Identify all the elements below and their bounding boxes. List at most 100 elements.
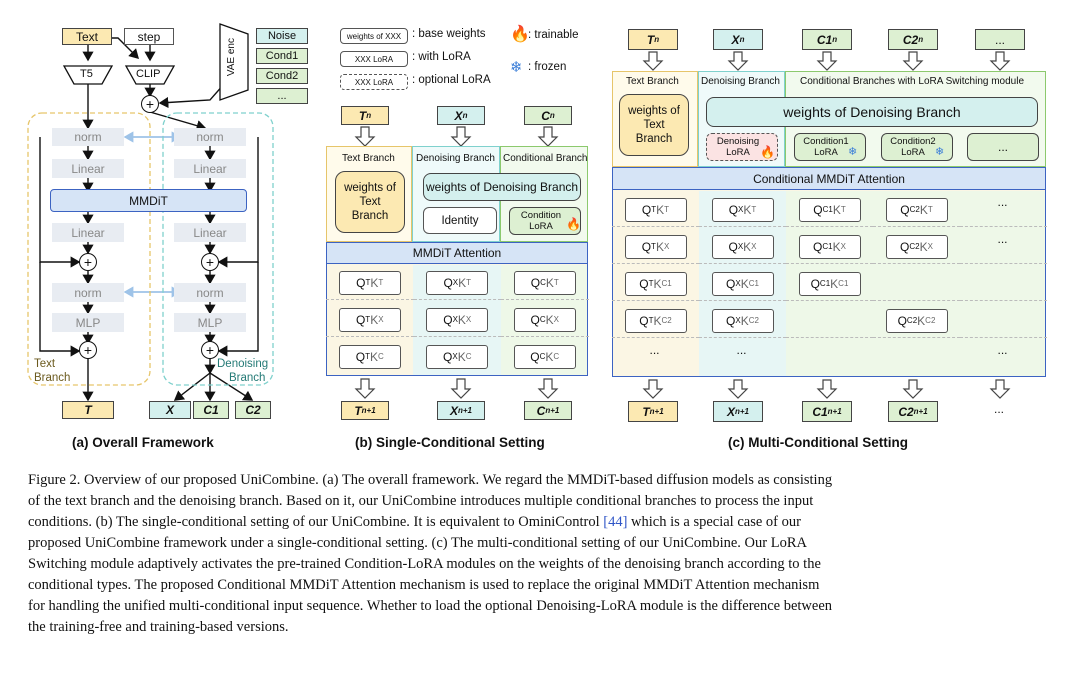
input-step: step [124, 28, 174, 45]
c-ellipsis: ... [997, 343, 1008, 357]
c-row-divider [873, 226, 960, 227]
b-header-text: Text Branch [342, 153, 395, 164]
denoise-linear-2: Linear [174, 223, 246, 242]
denoise-branch-label-1: Denoising [217, 358, 269, 370]
b-row-divider [413, 336, 501, 337]
c-condition1-lora: Condition1 LoRA [794, 133, 866, 161]
legend-lora: : with LoRA [412, 51, 471, 63]
c-row-divider [960, 263, 1047, 264]
fire-icon: 🔥 [510, 26, 530, 43]
text-branch-label-1: Text [34, 358, 56, 370]
c-header-cond: Conditional Branches with LoRA Switching… [800, 76, 1025, 87]
b-row-divider [413, 299, 501, 300]
vae-encoder: VAE enc [226, 38, 237, 77]
input-text: Text [62, 28, 112, 45]
panel-a-arrows [27, 23, 274, 402]
caption: Figure 2. Overview of our proposed UniCo… [28, 470, 1058, 638]
b-attention-header: MMDiT Attention [327, 243, 587, 264]
b-row-divider [326, 336, 414, 337]
panel-b-hollow-arrows [354, 126, 559, 399]
denoise-plus-1: + [201, 253, 219, 271]
c-cond2-snowflake-icon: ❄ [935, 146, 945, 158]
citation-link[interactable]: [44] [603, 514, 628, 530]
c-ellipsis: ... [649, 343, 660, 357]
b-identity: Identity [423, 207, 497, 234]
text-norm-1: norm [52, 128, 124, 146]
caption-line-3: conditions. (b) The single-conditional s… [28, 514, 801, 530]
b-header-cond: Conditional Branch [503, 153, 588, 164]
c-row-divider [873, 337, 960, 338]
c-row-divider [699, 337, 786, 338]
c-row-divider [873, 300, 960, 301]
c-more-lora: ... [967, 133, 1039, 161]
c-row-divider [699, 263, 786, 264]
output-c1: C1 [193, 401, 229, 419]
b-header-denoise: Denoising Branch [416, 153, 495, 164]
c-denoising-lora: Denoising LoRA [706, 133, 778, 161]
b-weights-denoise: weights of Denoising Branch [423, 173, 581, 201]
caption-line-2: of the text branch and the denoising bra… [28, 493, 814, 509]
denoise-norm-2: norm [174, 283, 246, 302]
c-row-divider [960, 300, 1047, 301]
denoise-norm-1: norm [174, 128, 246, 146]
c-row-divider [699, 226, 786, 227]
text-linear-1: Linear [52, 159, 124, 178]
c-denoise-fire-icon: 🔥 [760, 145, 775, 159]
legend-lora-box: XXX LoRA [340, 51, 408, 67]
c-attention-header: Conditional MMDiT Attention [613, 168, 1045, 190]
text-branch-label-2: Branch [34, 372, 71, 384]
t5-encoder: T5 [80, 68, 93, 80]
input-more: ... [256, 88, 308, 104]
panel-c-title: (c) Multi-Conditional Setting [728, 435, 908, 450]
output-c2: C2 [235, 401, 271, 419]
caption-line-8: the training-free and training-based ver… [28, 619, 289, 635]
denoise-mlp: MLP [174, 313, 246, 332]
caption-line-7: for handling the unified multi-condition… [28, 598, 833, 614]
c-row-divider [873, 263, 960, 264]
mmdit-block: MMDiT [50, 189, 247, 212]
caption-line-6: conditional types. The proposed Conditio… [28, 577, 820, 593]
text-plus-1: + [79, 253, 97, 271]
input-cond2: Cond2 [256, 68, 308, 84]
output-x: X [149, 401, 191, 419]
c-header-denoise: Denoising Branch [701, 76, 780, 87]
denoise-branch-label-2: Branch [229, 372, 266, 384]
c-row-divider [786, 226, 873, 227]
text-linear-2: Linear [52, 223, 124, 242]
panel-c-hollow-arrows [642, 51, 1011, 399]
denoise-linear-1: Linear [174, 159, 246, 178]
legend-base: : base weights [412, 28, 486, 40]
caption-line-4: proposed UniCombine framework under a si… [28, 535, 807, 551]
c-row-divider [960, 226, 1047, 227]
c-row-divider [699, 300, 786, 301]
c-condition2-lora: Condition2 LoRA [881, 133, 953, 161]
c-header-text: Text Branch [626, 76, 679, 87]
b-weights-text: weights of Text Branch [335, 171, 405, 233]
